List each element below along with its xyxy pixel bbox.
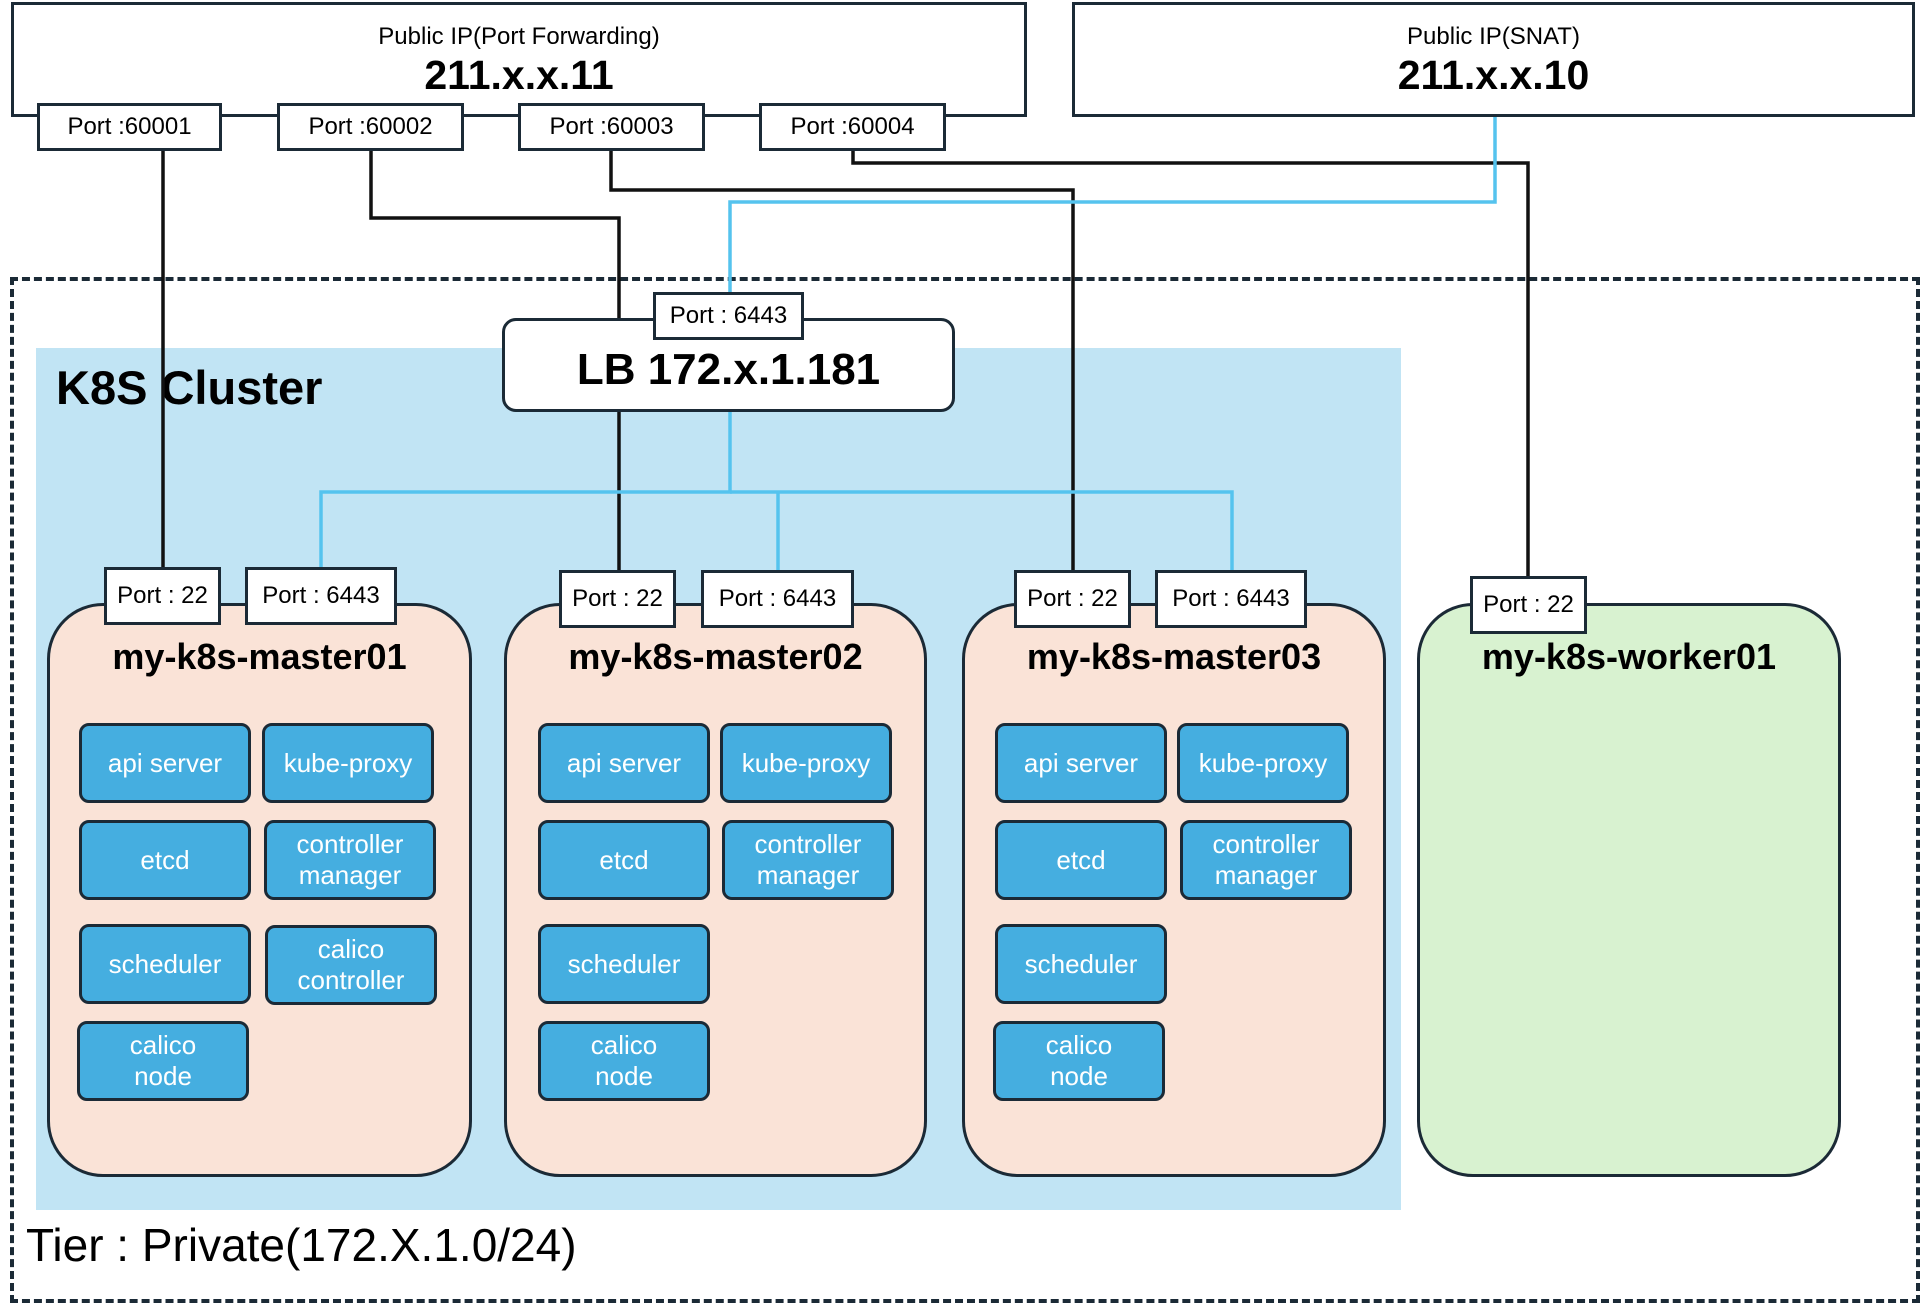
node-title: my-k8s-worker01 bbox=[1481, 636, 1777, 677]
component-api-server: api server bbox=[538, 723, 710, 803]
port-60004: Port :60004 bbox=[759, 103, 946, 151]
component-calico-node: calico node bbox=[77, 1021, 249, 1101]
component-calico-node: calico node bbox=[993, 1021, 1165, 1101]
public-ip-snat-box: Public IP(SNAT) 211.x.x.10 bbox=[1072, 2, 1915, 117]
port-60003: Port :60003 bbox=[518, 103, 705, 151]
public-ip-port-forwarding-box: Public IP(Port Forwarding) 211.x.x.11 bbox=[11, 2, 1027, 117]
public-ip-snat-address: 211.x.x.10 bbox=[1397, 52, 1590, 98]
node-worker01: my-k8s-worker01 bbox=[1417, 603, 1841, 1177]
component-etcd: etcd bbox=[995, 820, 1167, 900]
component-etcd: etcd bbox=[538, 820, 710, 900]
worker01-ssh-port: Port : 22 bbox=[1470, 576, 1587, 634]
component-scheduler: scheduler bbox=[79, 924, 251, 1004]
node-title: my-k8s-master01 bbox=[112, 636, 407, 677]
link-port60002-lb bbox=[369, 148, 621, 320]
component-scheduler: scheduler bbox=[538, 924, 710, 1004]
link-snat-lb bbox=[728, 117, 1497, 292]
master02-api-port: Port : 6443 bbox=[701, 570, 854, 628]
master01-ssh-port: Port : 22 bbox=[104, 567, 221, 625]
private-tier-label: Tier : Private(172.X.1.0/24) bbox=[26, 1219, 577, 1271]
private-tier-boundary bbox=[10, 277, 1920, 1303]
component-kube-proxy: kube-proxy bbox=[1177, 723, 1349, 803]
port-60001: Port :60001 bbox=[37, 103, 222, 151]
component-scheduler: scheduler bbox=[995, 924, 1167, 1004]
node-title: my-k8s-master02 bbox=[568, 636, 863, 677]
component-kube-proxy: kube-proxy bbox=[720, 723, 892, 803]
master03-api-port: Port : 6443 bbox=[1155, 570, 1307, 628]
component-controller-manager: controller manager bbox=[264, 820, 436, 900]
public-ip-snat-title: Public IP(SNAT) bbox=[1407, 23, 1580, 50]
public-ip-pf-title: Public IP(Port Forwarding) bbox=[378, 23, 660, 50]
component-controller-manager: controller manager bbox=[1180, 820, 1352, 900]
component-etcd: etcd bbox=[79, 820, 251, 900]
public-ip-pf-address: 211.x.x.11 bbox=[424, 52, 614, 98]
cluster-title: K8S Cluster bbox=[56, 361, 323, 414]
component-controller-manager: controller manager bbox=[722, 820, 894, 900]
component-calico-node: calico node bbox=[538, 1021, 710, 1101]
load-balancer: LB 172.x.1.181 bbox=[502, 318, 955, 412]
link-lb-master03-api bbox=[730, 490, 1234, 573]
component-api-server: api server bbox=[995, 723, 1167, 803]
link-lb-masters-api bbox=[319, 410, 732, 570]
master03-ssh-port: Port : 22 bbox=[1014, 570, 1131, 628]
component-api-server: api server bbox=[79, 723, 251, 803]
link-port60004-worker-ssh bbox=[851, 148, 1530, 578]
node-title: my-k8s-master03 bbox=[1026, 636, 1322, 677]
component-calico-controller: calico controller bbox=[265, 925, 437, 1005]
link-port60003-master03-ssh bbox=[609, 148, 1075, 573]
master02-ssh-port: Port : 22 bbox=[559, 570, 676, 628]
port-60002: Port :60002 bbox=[277, 103, 464, 151]
master01-api-port: Port : 6443 bbox=[245, 567, 397, 625]
lb-port-6443: Port : 6443 bbox=[653, 292, 804, 340]
component-kube-proxy: kube-proxy bbox=[262, 723, 434, 803]
